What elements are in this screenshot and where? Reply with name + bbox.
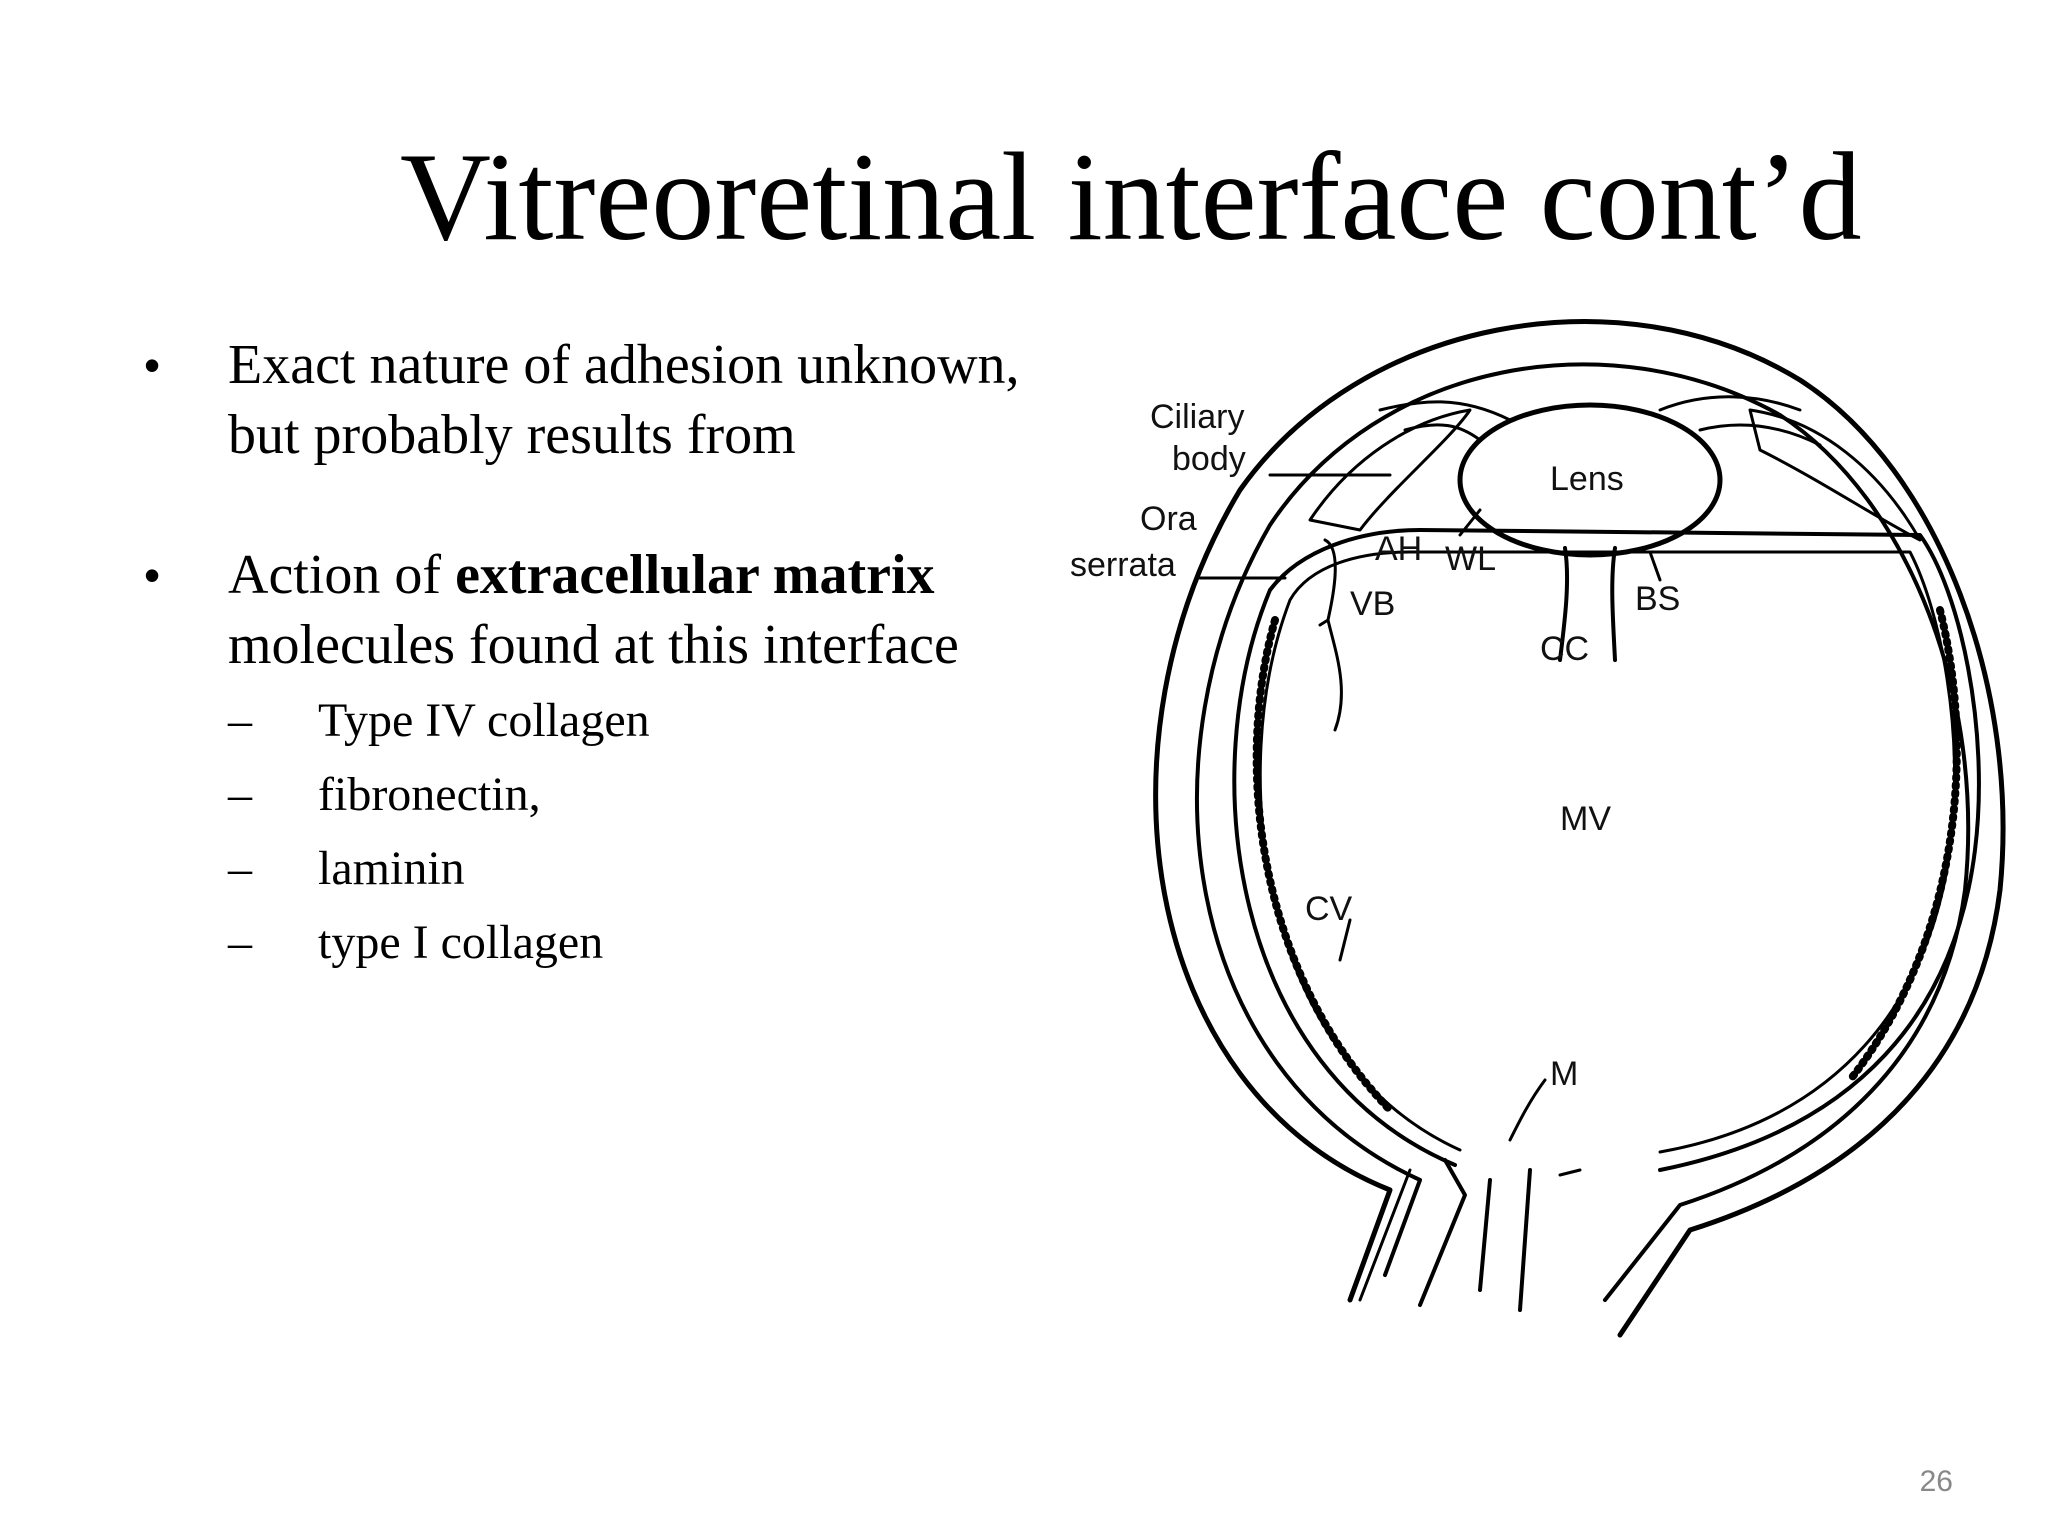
choroid-layer — [1195, 362, 1971, 1302]
bs-pointer — [1648, 550, 1662, 582]
bullet-text-continued: molecules found at this interface — [228, 614, 959, 676]
bullet-emphasis: extracellular matrix — [455, 544, 935, 606]
bullet-item: • Action of extracellular matrix molecul… — [140, 540, 1020, 980]
dash-mark: – — [228, 916, 252, 969]
label-ciliary: Ciliary — [1150, 398, 1244, 436]
sub-item: – type I collagen — [228, 906, 1020, 980]
label-wl: WL — [1445, 540, 1496, 578]
label-ah: AH — [1375, 530, 1422, 568]
wl-pointer — [1458, 508, 1482, 537]
label-bs: BS — [1635, 580, 1680, 618]
m-pointer — [1508, 1078, 1547, 1142]
sub-item-text: Type IV collagen — [318, 694, 650, 747]
page-number: 26 — [1919, 1465, 1953, 1498]
sub-item-text: laminin — [318, 842, 465, 895]
sub-item: – laminin — [228, 832, 1020, 906]
bullet-mark: • — [144, 549, 161, 601]
label-cv: CV — [1305, 890, 1353, 928]
retina-shading — [1252, 606, 1961, 1114]
sub-list: – Type IV collagen – fibronectin, – lami… — [228, 684, 1020, 980]
label-lens: Lens — [1550, 460, 1624, 498]
label-m: M — [1550, 1055, 1578, 1093]
ciliary-zonules-right — [1658, 395, 1822, 447]
bullet-text: Exact nature of adhesion unknown, but pr… — [228, 334, 1020, 466]
vb-brace — [1318, 538, 1343, 732]
sclera-outer — [1153, 319, 2006, 1338]
optic-nerve — [1418, 1158, 1532, 1312]
slide-title: Vitreoretinal interface cont’d — [400, 128, 1862, 267]
dash-mark: – — [228, 694, 252, 747]
label-ciliary-body: body — [1172, 440, 1246, 478]
bullet-mark: • — [144, 339, 161, 391]
label-vb: VB — [1350, 585, 1395, 623]
label-mv: MV — [1560, 800, 1611, 838]
ciliary-zonules-left — [1378, 400, 1512, 442]
cloquet-canal — [1558, 546, 1617, 662]
retina-layer — [1232, 528, 1981, 1172]
lens — [1457, 402, 1723, 558]
ciliary-body-left — [1308, 408, 1472, 532]
dash-mark: – — [228, 768, 252, 821]
bullet-list: • Exact nature of adhesion unknown, but … — [140, 330, 1020, 980]
sub-item: – fibronectin, — [228, 758, 1020, 832]
dash-mark: – — [228, 842, 252, 895]
eye-cross-section-diagram: Ciliary body Ora serrata Lens AH WL VB B… — [1070, 319, 2006, 1338]
optic-nerve-fibers — [1358, 1168, 1582, 1302]
sub-item-text: fibronectin, — [318, 768, 541, 821]
bullet-item: • Exact nature of adhesion unknown, but … — [140, 330, 1020, 470]
bullet-text: Action of — [228, 544, 456, 606]
vitreous-cortex — [1258, 550, 1956, 1154]
cv-pointer — [1338, 918, 1352, 962]
sub-item: – Type IV collagen — [228, 684, 1020, 758]
label-cc: CC — [1540, 630, 1589, 668]
ciliary-body-right — [1748, 408, 1922, 542]
label-ora-serrata: serrata — [1070, 546, 1176, 584]
sub-item-text: type I collagen — [318, 916, 604, 969]
label-ora: Ora — [1140, 500, 1197, 538]
